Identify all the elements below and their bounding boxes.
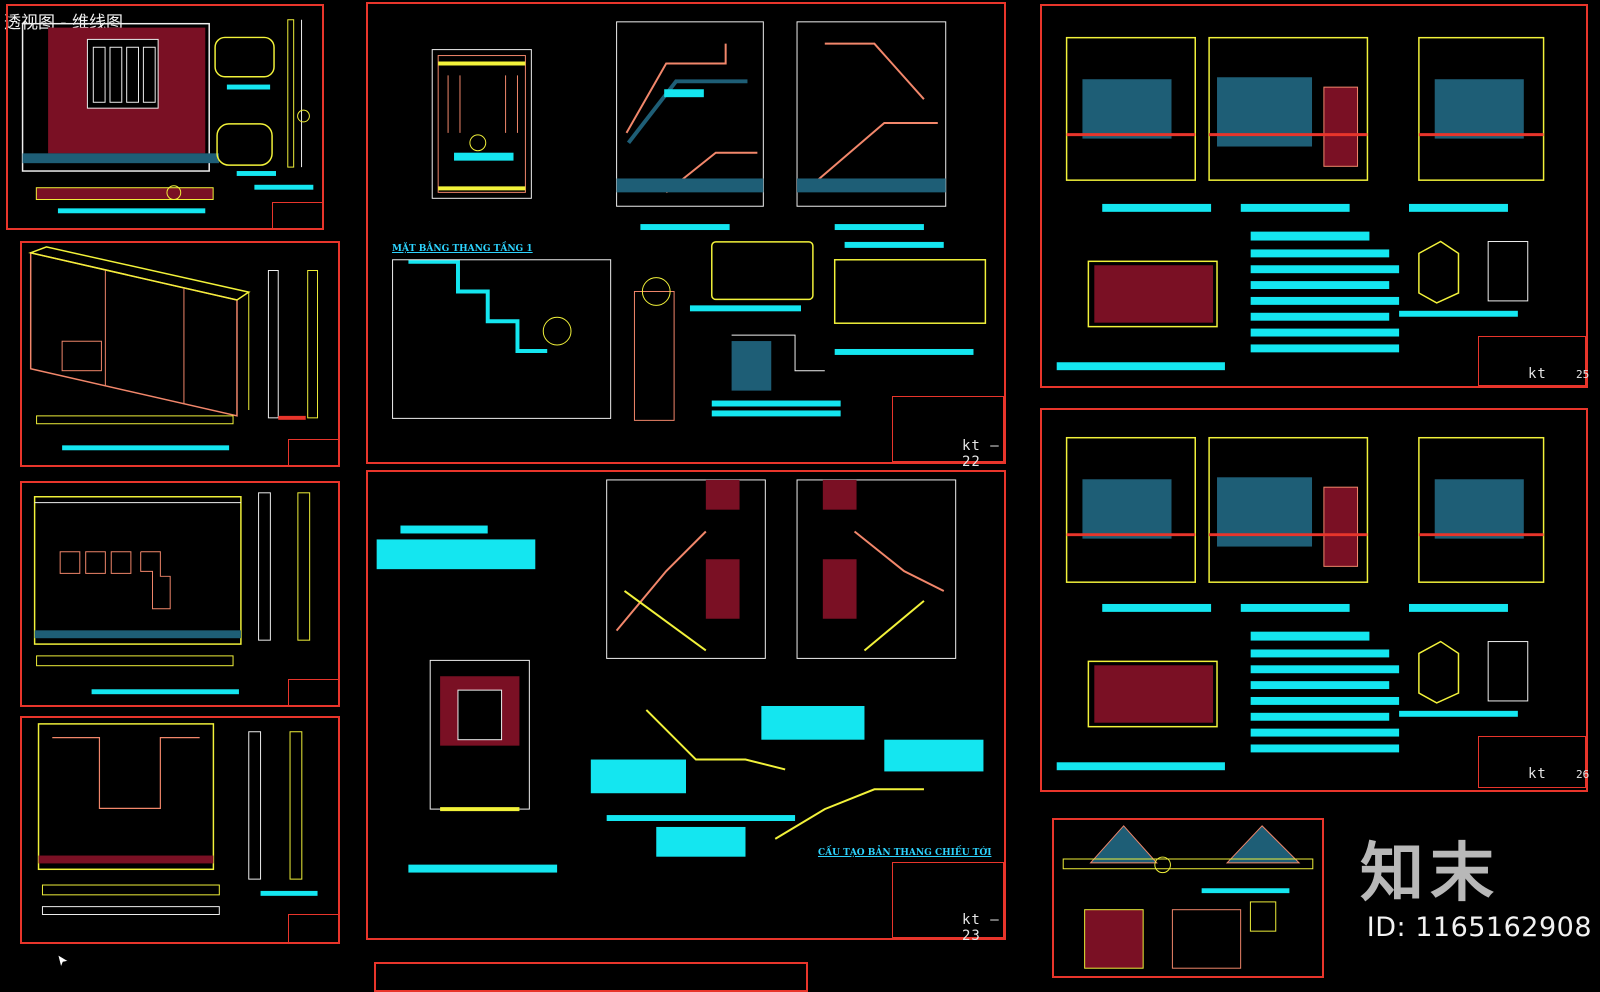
sheet-number: kt xyxy=(1528,366,1547,382)
stair-drawing-kt22 xyxy=(392,21,987,421)
sheet-number: kt xyxy=(1528,766,1547,782)
asset-id-label: ID: 1165162908 xyxy=(1366,912,1592,943)
stair-plan-label: MẶT BẰNG THANG TẦNG 1 xyxy=(392,244,533,254)
title-block xyxy=(288,439,340,467)
stair-sheet-kt23: CẤU TẠO BẢN THANG CHIẾU TỚI kt — 23 xyxy=(366,470,1006,944)
bathroom-drawing-26 xyxy=(1056,436,1545,771)
roof-detail-sheet xyxy=(1052,818,1324,978)
stair-drawing-kt23 xyxy=(376,479,984,873)
stair-detail-label: CẤU TẠO BẢN THANG CHIẾU TỚI xyxy=(818,848,992,858)
stair-sheet-kt22: MẶT BẰNG THANG TẦNG 1 kt — 22 xyxy=(366,2,1006,470)
elevation-sheet-3 xyxy=(20,481,340,707)
elevation-drawing-3 xyxy=(33,492,311,695)
title-block xyxy=(892,396,1004,462)
elevation-drawing-2 xyxy=(28,246,319,451)
title-block xyxy=(892,862,1004,938)
sheet-side-number: 26 xyxy=(1576,768,1590,781)
elevation-drawing-1 xyxy=(21,19,314,214)
brand-watermark-logo: 知末 xyxy=(1360,837,1500,911)
sheet-side-number: 25 xyxy=(1576,368,1590,381)
sheet-number: kt — 22 xyxy=(962,438,1000,470)
sheet-number: kt — 23 xyxy=(962,912,1000,944)
roof-detail-drawing xyxy=(1062,825,1314,969)
bathroom-sheet-26: kt 26 xyxy=(1040,408,1590,792)
cursor-icon xyxy=(58,955,69,967)
elevation-sheet-4 xyxy=(20,716,340,944)
title-block xyxy=(272,202,324,230)
elevation-drawing-4 xyxy=(37,723,318,915)
title-block xyxy=(288,914,340,944)
title-block xyxy=(1478,736,1586,788)
title-block xyxy=(1478,336,1586,386)
elevation-sheet-2 xyxy=(20,241,340,467)
title-block xyxy=(288,679,340,707)
bathroom-drawing-25 xyxy=(1056,36,1545,371)
partial-sheet-bottom xyxy=(374,962,808,992)
elevation-sheet-1 xyxy=(6,4,324,230)
bathroom-sheet-25: kt 25 xyxy=(1040,4,1590,388)
